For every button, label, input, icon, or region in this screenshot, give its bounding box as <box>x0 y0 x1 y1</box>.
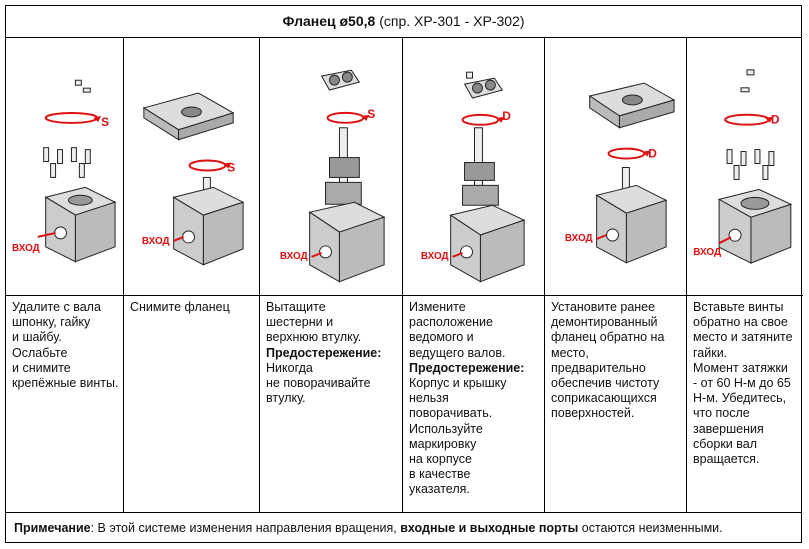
step-line: Установите ранее <box>551 300 682 315</box>
step-line: что после <box>693 406 799 421</box>
step-3: S ВХОД Вытащите шестерни и верхнюю втулк… <box>260 38 403 512</box>
direction-d-label: D <box>648 147 657 161</box>
note-label: Примечание <box>14 521 91 535</box>
step-6: D ВХОД Вставьте винты обратно на свое ме… <box>687 38 803 512</box>
flange-install-illustration: D ВХОД <box>545 38 686 295</box>
direction-d-label: D <box>771 113 780 127</box>
step-line: место, <box>551 346 682 361</box>
step-line: крепёжные винты. <box>12 376 119 391</box>
caution-line: не поворачивайте <box>266 376 398 391</box>
caution-line: маркировку <box>409 437 540 452</box>
step-2: S ВХОД Снимите фланец <box>124 38 260 512</box>
step-4: D ВХОД Измените расположение ведомого и … <box>403 38 545 512</box>
step-line: - от 60 Н-м до 65 <box>693 376 799 391</box>
pump-disassembly-illustration: S ВХОД <box>6 38 123 295</box>
step-line: Удалите с вала <box>12 300 119 315</box>
direction-s-label: S <box>367 107 375 121</box>
caution-line: на корпусе <box>409 452 540 467</box>
direction-s-label: S <box>227 160 235 174</box>
caution-label: Предостережение: <box>409 361 524 375</box>
step-line: шпонку, гайку <box>12 315 119 330</box>
caution-line: Используйте <box>409 422 540 437</box>
step-line: гайки. <box>693 346 799 361</box>
step-2-text: Снимите фланец <box>130 300 255 315</box>
direction-d-label: D <box>502 109 511 123</box>
inlet-label: ВХОД <box>12 243 40 254</box>
step-line: Ослабьте <box>12 346 119 361</box>
step-line: соприкасающихся <box>551 391 682 406</box>
step-3-illustration: S ВХОД <box>260 38 402 296</box>
step-6-text: Вставьте винты обратно на свое место и з… <box>693 300 799 467</box>
step-line: Вставьте винты <box>693 300 799 315</box>
step-4-text: Измените расположение ведомого и ведущег… <box>409 300 540 498</box>
flange-removal-illustration: S ВХОД <box>124 38 259 295</box>
step-line: и снимите <box>12 361 119 376</box>
step-line: верхнюю втулку. <box>266 330 398 345</box>
inlet-label: ВХОД <box>142 236 170 247</box>
step-4-illustration: D ВХОД <box>403 38 544 296</box>
step-line: Снимите фланец <box>130 300 255 315</box>
caution-line: в качестве <box>409 467 540 482</box>
step-line: вращается. <box>693 452 799 467</box>
step-line: Измените <box>409 300 540 315</box>
inlet-label: ВХОД <box>565 233 593 244</box>
step-5: D ВХОД Установите ранее демонтированный … <box>545 38 687 512</box>
step-1-illustration: S ВХОД <box>6 38 123 296</box>
inlet-label: ВХОД <box>693 247 721 258</box>
step-5-illustration: D ВХОД <box>545 38 686 296</box>
step-2-illustration: S ВХОД <box>124 38 259 296</box>
step-6-illustration: D ВХОД <box>687 38 803 296</box>
step-3-text: Вытащите шестерни и верхнюю втулку. Пред… <box>266 300 398 406</box>
note-footer: Примечание: В этой системе изменения нап… <box>6 512 801 543</box>
note-text-a: : В этой системе изменения направления в… <box>91 521 401 535</box>
step-line: ведущего валов. <box>409 346 540 361</box>
step-line: Момент затяжки <box>693 361 799 376</box>
steps-grid: S ВХОД Удалите с вала шпонку, гайку и ша… <box>6 38 801 512</box>
page-title: Фланец ø50,8 (спр. XP-301 - XP-302) <box>6 6 801 38</box>
step-line: демонтированный <box>551 315 682 330</box>
caution-line: Корпус и крышку <box>409 376 540 391</box>
step-line: Вытащите <box>266 300 398 315</box>
instruction-sheet: Фланец ø50,8 (спр. XP-301 - XP-302) <box>5 5 802 543</box>
step-line: фланец обратно на <box>551 330 682 345</box>
step-line: обратно на свое <box>693 315 799 330</box>
inlet-label: ВХОД <box>280 251 308 262</box>
caution-line: поворачивать. <box>409 406 540 421</box>
caution-label: Предостережение: <box>266 346 381 360</box>
step-line: ведомого и <box>409 330 540 345</box>
inlet-label: ВХОД <box>421 251 449 262</box>
step-1-text: Удалите с вала шпонку, гайку и шайбу. Ос… <box>12 300 119 391</box>
caution-line: нельзя <box>409 391 540 406</box>
step-line: поверхностей. <box>551 406 682 421</box>
step-5-text: Установите ранее демонтированный фланец … <box>551 300 682 422</box>
step-line: обеспечив чистоту <box>551 376 682 391</box>
step-line: предварительно <box>551 361 682 376</box>
step-line: Н-м. Убедитесь, <box>693 391 799 406</box>
caution-line: втулку. <box>266 391 398 406</box>
caution-line: Никогда <box>266 361 398 376</box>
step-line: и шайбу. <box>12 330 119 345</box>
step-line: расположение <box>409 315 540 330</box>
step-line: завершения <box>693 422 799 437</box>
note-text-b: остаются неизменными. <box>578 521 722 535</box>
step-line: место и затяните <box>693 330 799 345</box>
step-line: сборки вал <box>693 437 799 452</box>
note-bold: входные и выходные порты <box>400 521 578 535</box>
gear-removal-illustration: S ВХОД <box>260 38 402 295</box>
shaft-swap-illustration: D ВХОД <box>403 38 544 295</box>
direction-s-label: S <box>101 115 109 129</box>
title-rest: (спр. XP-301 - XP-302) <box>375 13 524 29</box>
step-line: шестерни и <box>266 315 398 330</box>
reassembly-illustration: D ВХОД <box>687 38 803 295</box>
step-1: S ВХОД Удалите с вала шпонку, гайку и ша… <box>6 38 124 512</box>
caution-line: указателя. <box>409 482 540 497</box>
title-bold: Фланец ø50,8 <box>282 13 375 29</box>
